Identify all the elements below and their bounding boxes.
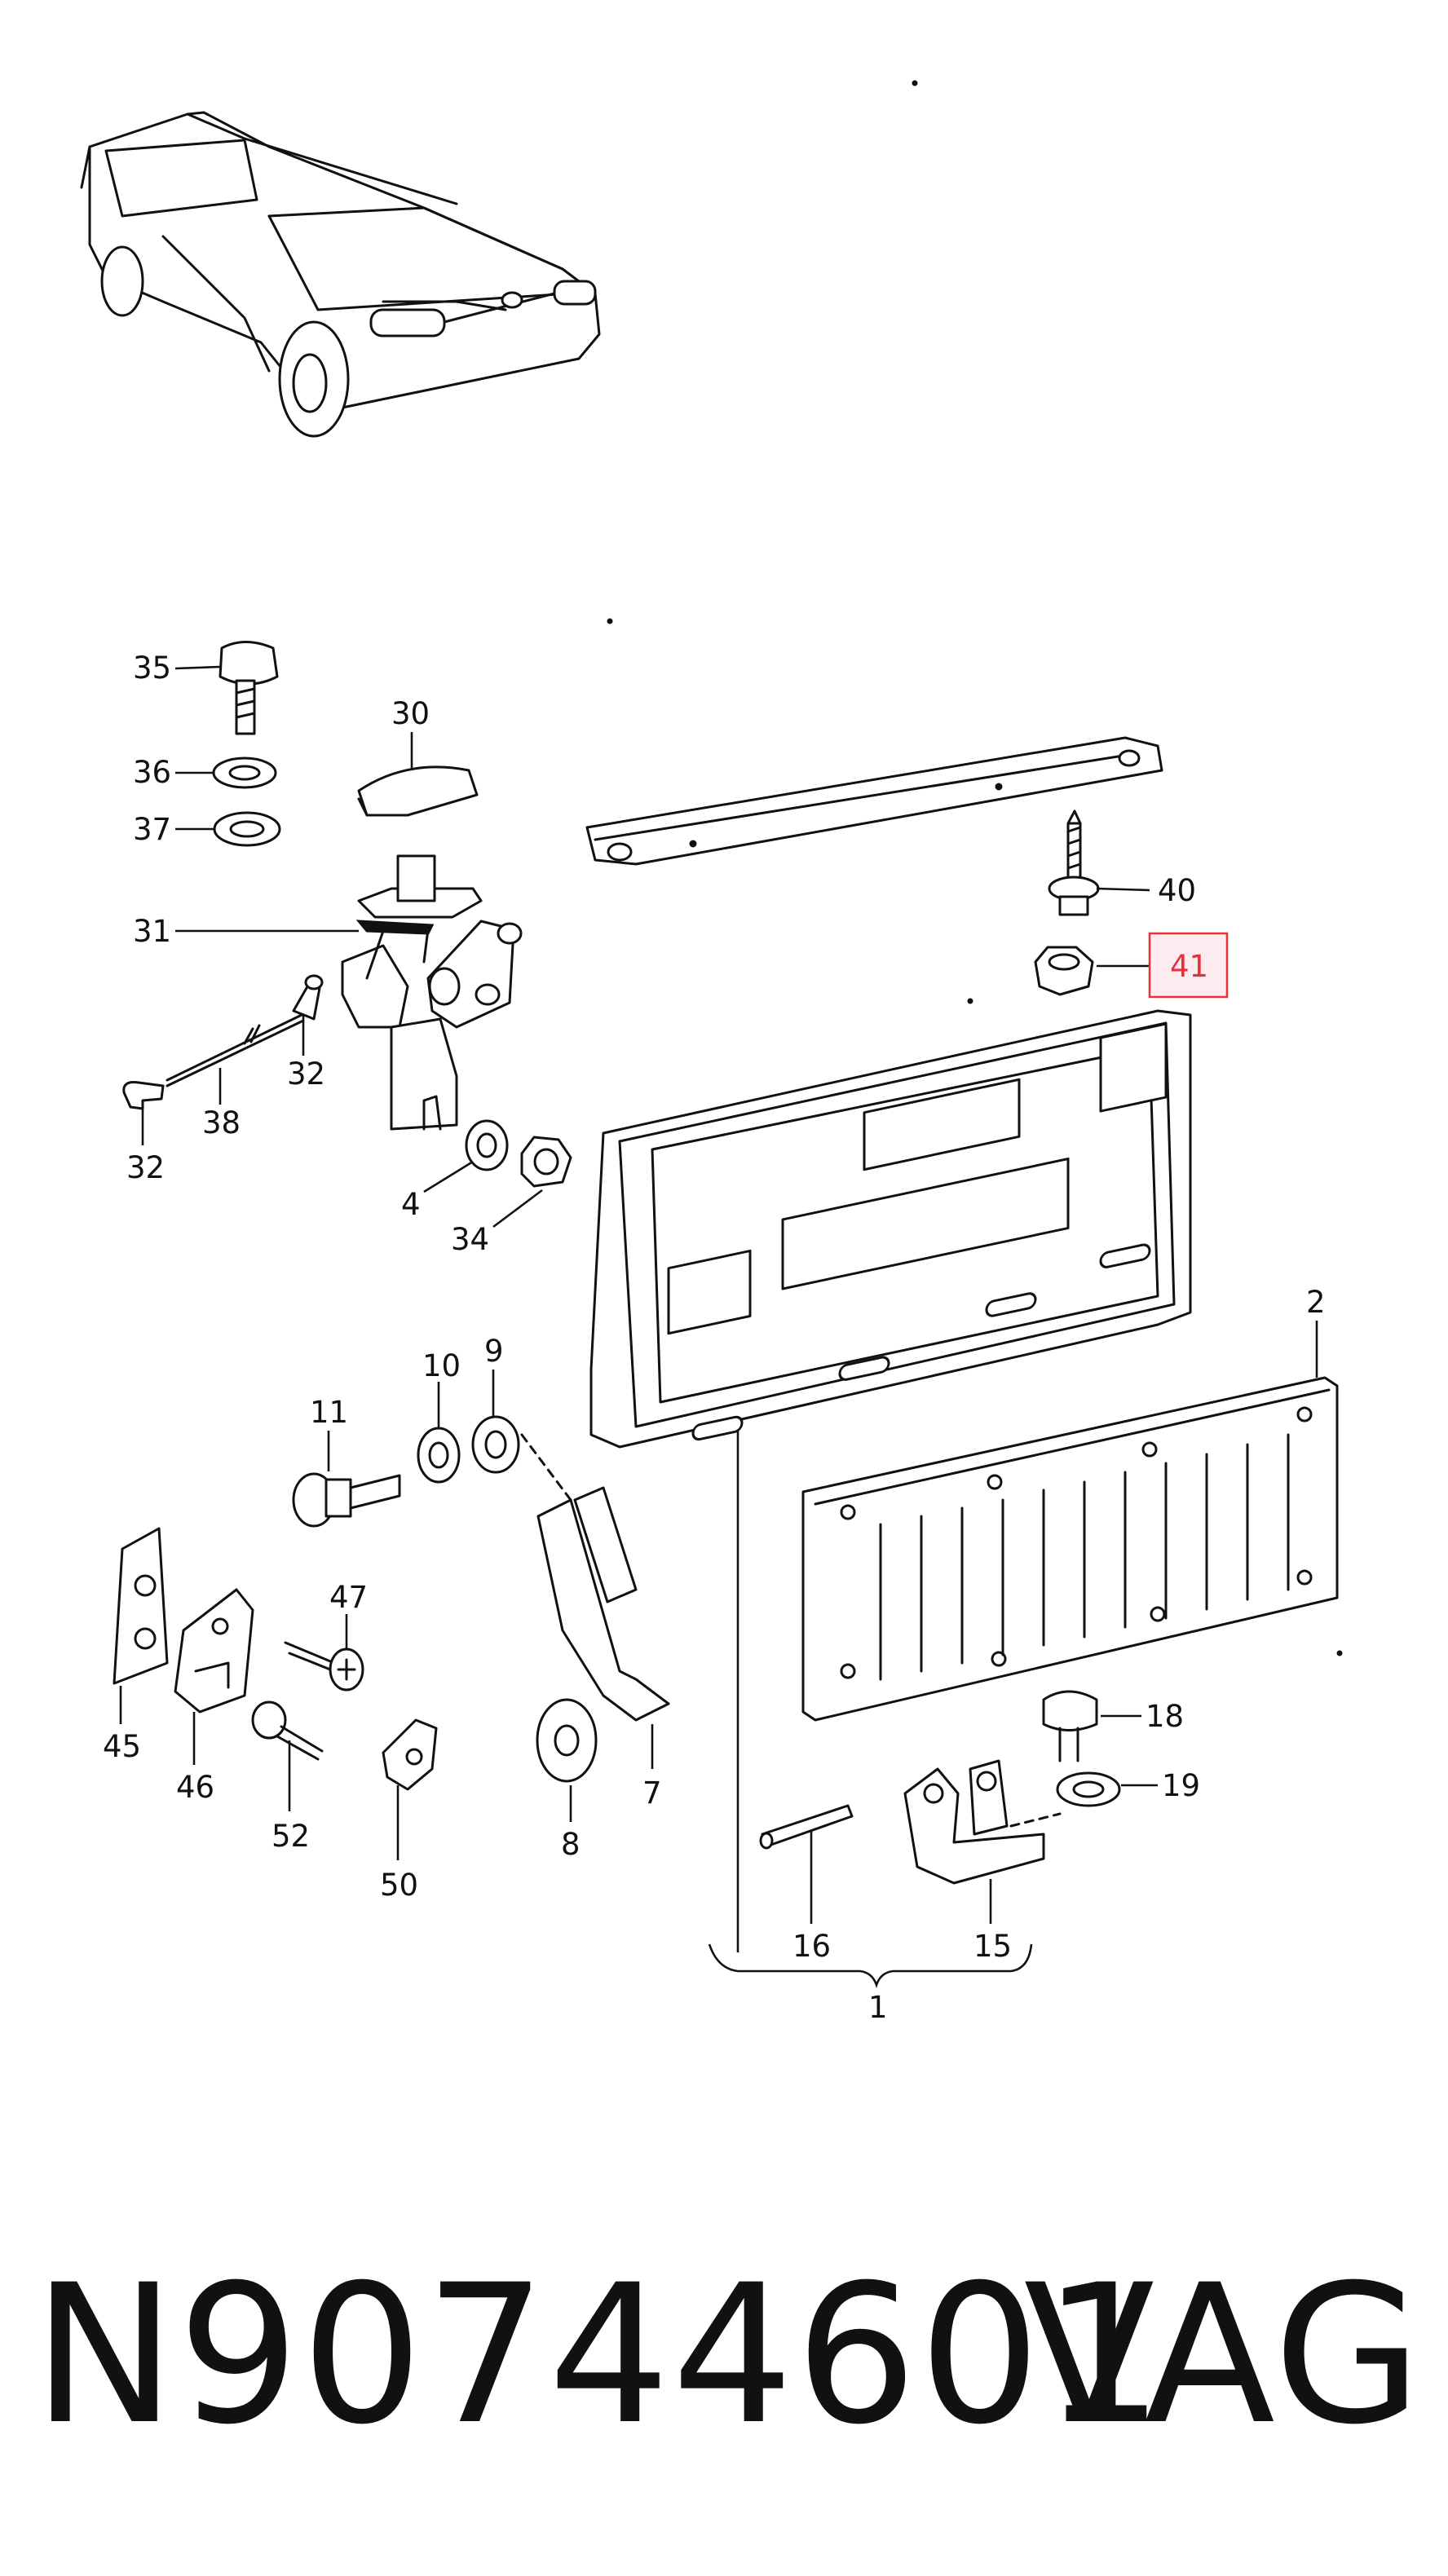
vehicle-overview-sketch: [80, 111, 601, 438]
part-37-washer: [213, 811, 281, 847]
callout-50: 50: [380, 1868, 418, 1903]
part-19-washer: [1056, 1771, 1121, 1807]
callout-15: 15: [973, 1929, 1012, 1964]
callout-9: 9: [484, 1334, 504, 1369]
callout-18: 18: [1146, 1699, 1184, 1734]
part-38-cable: [166, 974, 324, 1087]
part-9-washer: [471, 1415, 520, 1474]
part-52-screw: [251, 1700, 324, 1761]
callout-38: 38: [202, 1105, 241, 1140]
callout-37: 37: [133, 812, 171, 847]
part-47-screw: [284, 1641, 364, 1692]
leader-lines: [119, 665, 1318, 1989]
callout-11: 11: [310, 1395, 348, 1430]
callout-41: 41: [1170, 949, 1208, 984]
part-16-pin: [759, 1804, 854, 1850]
tailgate-trim-rail: [585, 736, 1163, 866]
callout-31: 31: [133, 914, 171, 949]
part-31-lock-mechanism: [341, 854, 523, 1131]
callout-47: 47: [329, 1580, 368, 1615]
callout-40: 40: [1158, 873, 1196, 908]
part-4-washer: [465, 1119, 509, 1171]
callout-30: 30: [391, 696, 430, 731]
part-46-latch: [174, 1588, 254, 1714]
part-11-bolt: [292, 1472, 401, 1528]
part-41-nut: [1034, 946, 1094, 996]
callout-10: 10: [422, 1348, 461, 1383]
part-number: N90744601: [33, 2244, 1166, 2467]
part-40-bolt: [1048, 809, 1100, 916]
part-35-bolt: [219, 641, 279, 735]
callout-35: 35: [133, 651, 171, 686]
callout-19: 19: [1162, 1768, 1200, 1803]
tailgate-inner-panel: [589, 1009, 1192, 1449]
callout-36: 36: [133, 755, 171, 790]
callout-16: 16: [792, 1929, 831, 1964]
part-8-bushing: [536, 1698, 598, 1783]
callout-1: 1: [868, 1990, 888, 2025]
part-30-cap: [357, 765, 479, 817]
callout-34: 34: [451, 1222, 489, 1257]
callout-7: 7: [642, 1775, 662, 1811]
callout-52: 52: [272, 1819, 310, 1854]
callout-46: 46: [176, 1770, 214, 1805]
highlight-box-41: [1148, 932, 1229, 999]
part-7-check-strap: [520, 1433, 670, 1722]
callout-4: 4: [401, 1187, 421, 1222]
part-36-washer: [212, 756, 277, 789]
part-15-hinge: [903, 1759, 1062, 1885]
callout-labels: 35 36 37 30 31 32 38 32 4 34 40 41 2 11 …: [103, 651, 1326, 2025]
part-32-clip: [122, 1081, 165, 1110]
part-50-clip: [382, 1718, 438, 1791]
callout-45: 45: [103, 1729, 141, 1764]
part-34-nut: [520, 1136, 572, 1188]
part-45-striker-plate: [113, 1527, 169, 1685]
brand-name: VAG: [1023, 2244, 1424, 2467]
part-2-tailgate-outer-panel: [801, 1376, 1339, 1722]
callout-32b: 32: [126, 1150, 165, 1185]
part-10-washer: [417, 1427, 461, 1484]
callout-8: 8: [561, 1827, 581, 1862]
callout-32a: 32: [287, 1056, 325, 1092]
footer: N90744601 VAG: [0, 2234, 1448, 2478]
part-18-bolt: [1042, 1690, 1098, 1762]
callout-2: 2: [1306, 1285, 1326, 1320]
